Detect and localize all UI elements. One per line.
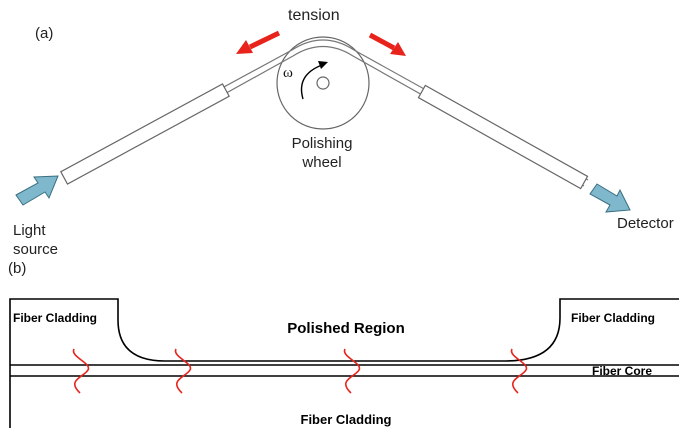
fiber-upper-line — [61, 39, 589, 181]
tension-arrow-right — [368, 32, 406, 56]
light-source-arrow — [15, 175, 59, 206]
right-fiber-jacket — [417, 84, 589, 190]
tension-label: tension — [288, 7, 340, 24]
omega-symbol: ω — [283, 65, 293, 81]
wheel-axle — [316, 76, 330, 90]
cladding-top-left-label: Fiber Cladding — [13, 311, 97, 325]
rotation-arrow — [300, 61, 328, 100]
panel-a: (a) tension ω Polishing whe — [13, 7, 674, 258]
panel-a-label: (a) — [35, 25, 53, 42]
polished-region-outline — [9, 298, 679, 428]
light-source-label-line2: source — [13, 241, 58, 258]
wave-2 — [174, 348, 192, 394]
wave-4 — [510, 348, 528, 394]
cladding-top-right-label: Fiber Cladding — [571, 311, 655, 325]
fiber-lower-line — [65, 46, 585, 187]
wheel-label-line2: wheel — [301, 154, 341, 171]
wheel-label-line1: Polishing — [292, 135, 353, 152]
panel-b-label: (b) — [8, 260, 26, 277]
tension-arrow-left — [236, 30, 281, 54]
cladding-bottom-label: Fiber Cladding — [301, 412, 392, 427]
detector-arrow — [589, 183, 631, 213]
panel-b: (b) Fiber Cladding Fiber Cladding Polish… — [8, 260, 679, 428]
left-fiber-jacket — [59, 83, 231, 185]
detector-label: Detector — [617, 215, 674, 232]
wave-3 — [343, 348, 361, 394]
light-source-label-line1: Light — [13, 222, 46, 239]
polished-region-label: Polished Region — [287, 320, 405, 337]
wave-1 — [72, 348, 90, 394]
fiber-core-label: Fiber Core — [592, 364, 652, 378]
